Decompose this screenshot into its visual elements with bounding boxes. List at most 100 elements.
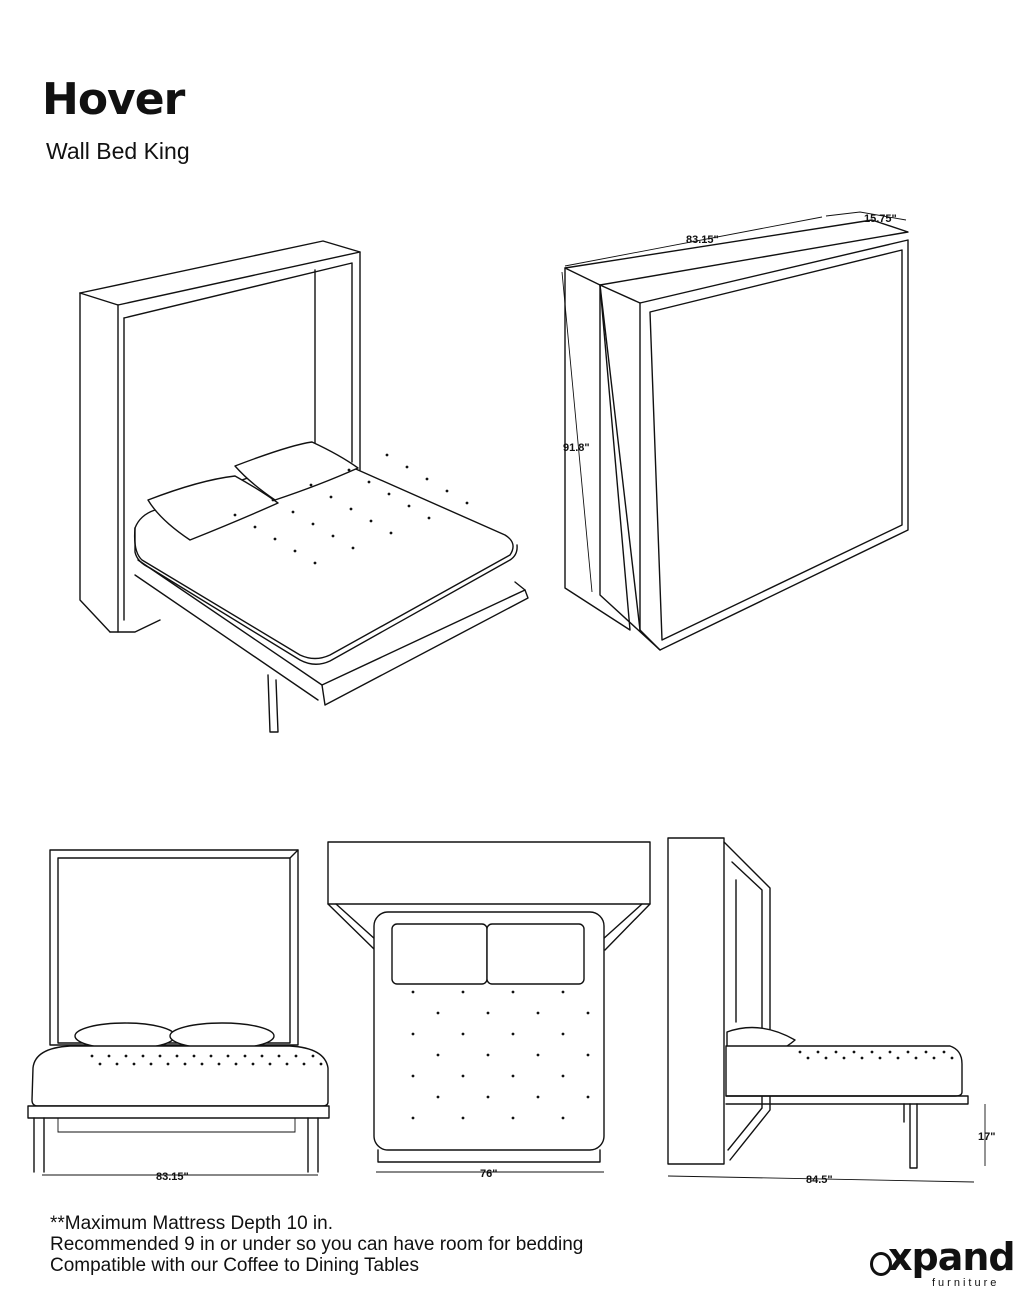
tuft-dot: [291, 510, 295, 514]
side-length-dimension-label: 84.5": [806, 1174, 833, 1186]
tuft-dot: [175, 1054, 179, 1058]
tuft-dot: [253, 525, 257, 529]
tuft-dot: [486, 1011, 490, 1015]
tuft-dot: [158, 1054, 162, 1058]
tuft-dot: [511, 1116, 515, 1120]
tuft-dot: [411, 1116, 415, 1120]
tuft-dot: [411, 990, 415, 994]
tuft-dot: [294, 1054, 298, 1058]
tuft-dot: [561, 990, 565, 994]
tuft-dot: [293, 549, 297, 553]
tuft-dot: [461, 1116, 465, 1120]
tuft-dot: [878, 1056, 882, 1060]
tuft-dot: [149, 1062, 153, 1066]
tuft-dot: [233, 513, 237, 517]
tuft-dot: [586, 1095, 590, 1099]
tuft-dot: [183, 1062, 187, 1066]
tuft-dot: [311, 522, 315, 526]
tuft-dot: [132, 1062, 136, 1066]
tuft-dot: [888, 1050, 892, 1054]
tuft-dot: [268, 1062, 272, 1066]
tuft-dot: [486, 1095, 490, 1099]
tuft-dot: [385, 453, 389, 457]
tuft-dot: [445, 489, 449, 493]
tuft-dot: [115, 1062, 119, 1066]
front-width-dimension-label: 83.15": [156, 1171, 189, 1183]
tuft-dot: [824, 1056, 828, 1060]
tuft-dot: [798, 1050, 802, 1054]
tuft-dot: [141, 1054, 145, 1058]
tuft-dot: [860, 1056, 864, 1060]
tuft-dot: [277, 1054, 281, 1058]
note-line: Compatible with our Coffee to Dining Tab…: [50, 1255, 419, 1276]
tuft-dot: [511, 990, 515, 994]
tuft-dot: [834, 1050, 838, 1054]
tuft-dot: [251, 1062, 255, 1066]
tuft-dot: [411, 1074, 415, 1078]
tuft-dot: [302, 1062, 306, 1066]
tuft-dot: [914, 1056, 918, 1060]
width-dimension-label: 83.15": [686, 234, 719, 246]
tuft-dot: [436, 1053, 440, 1057]
tuft-dot: [273, 537, 277, 541]
note-line: Recommended 9 in or under so you can hav…: [50, 1234, 584, 1255]
tuft-dot: [367, 480, 371, 484]
tuft-dot: [816, 1050, 820, 1054]
tuft-dot: [234, 1062, 238, 1066]
tuft-dot: [870, 1050, 874, 1054]
tuft-dot: [561, 1032, 565, 1036]
tuft-dot: [407, 504, 411, 508]
tuft-dot: [425, 477, 429, 481]
tuft-dot: [309, 483, 313, 487]
tuft-dot: [313, 561, 317, 565]
tuft-dot: [166, 1062, 170, 1066]
tuft-dot: [369, 519, 373, 523]
tuft-dot: [511, 1074, 515, 1078]
page-subtitle: Wall Bed King: [46, 138, 190, 164]
front-elevation-view: 83.15": [27, 849, 330, 1183]
tuft-dot: [217, 1062, 221, 1066]
side-view: 84.5" 17": [667, 837, 995, 1186]
tuft-dot: [932, 1056, 936, 1060]
tuft-dot: [461, 990, 465, 994]
tuft-dot: [243, 1054, 247, 1058]
tuft-dot: [209, 1054, 213, 1058]
tuft-dot: [461, 1074, 465, 1078]
tuft-dot: [586, 1011, 590, 1015]
tuft-dot: [124, 1054, 128, 1058]
notes-block: **Maximum Mattress Depth 10 in. Recommen…: [50, 1213, 583, 1276]
tuft-dot: [561, 1074, 565, 1078]
tuft-dot: [536, 1011, 540, 1015]
tuft-dot: [924, 1050, 928, 1054]
tuft-dot: [331, 534, 335, 538]
tuft-dot: [536, 1053, 540, 1057]
tuft-dot: [349, 507, 353, 511]
tuft-dot: [906, 1050, 910, 1054]
tuft-dot: [389, 531, 393, 535]
tuft-dot: [806, 1056, 810, 1060]
expand-furniture-logo: xpand furniture: [870, 1238, 1016, 1294]
tuft-dot: [896, 1056, 900, 1060]
perspective-open-view: [79, 240, 529, 733]
tuft-dot: [98, 1062, 102, 1066]
tuft-dot: [405, 465, 409, 469]
top-width-dimension-label: 76": [480, 1168, 497, 1180]
tuft-dot: [436, 1011, 440, 1015]
perspective-closed-view: 83.15" 15.75" 91.8": [561, 211, 909, 651]
logo-e-mark: [870, 1252, 892, 1276]
tuft-dot: [852, 1050, 856, 1054]
tuft-dot: [561, 1116, 565, 1120]
tuft-dot: [387, 492, 391, 496]
tuft-dot: [319, 1062, 323, 1066]
top-view: 76": [327, 841, 651, 1180]
tuft-dot: [192, 1054, 196, 1058]
tuft-dot: [226, 1054, 230, 1058]
tuft-dot: [536, 1095, 540, 1099]
tuft-dot: [942, 1050, 946, 1054]
tuft-dot: [285, 1062, 289, 1066]
logo-subtitle: furniture: [932, 1277, 1000, 1289]
page-title: Hover: [42, 74, 185, 125]
depth-dimension-label: 15.75": [864, 213, 897, 225]
tuft-dot: [486, 1053, 490, 1057]
